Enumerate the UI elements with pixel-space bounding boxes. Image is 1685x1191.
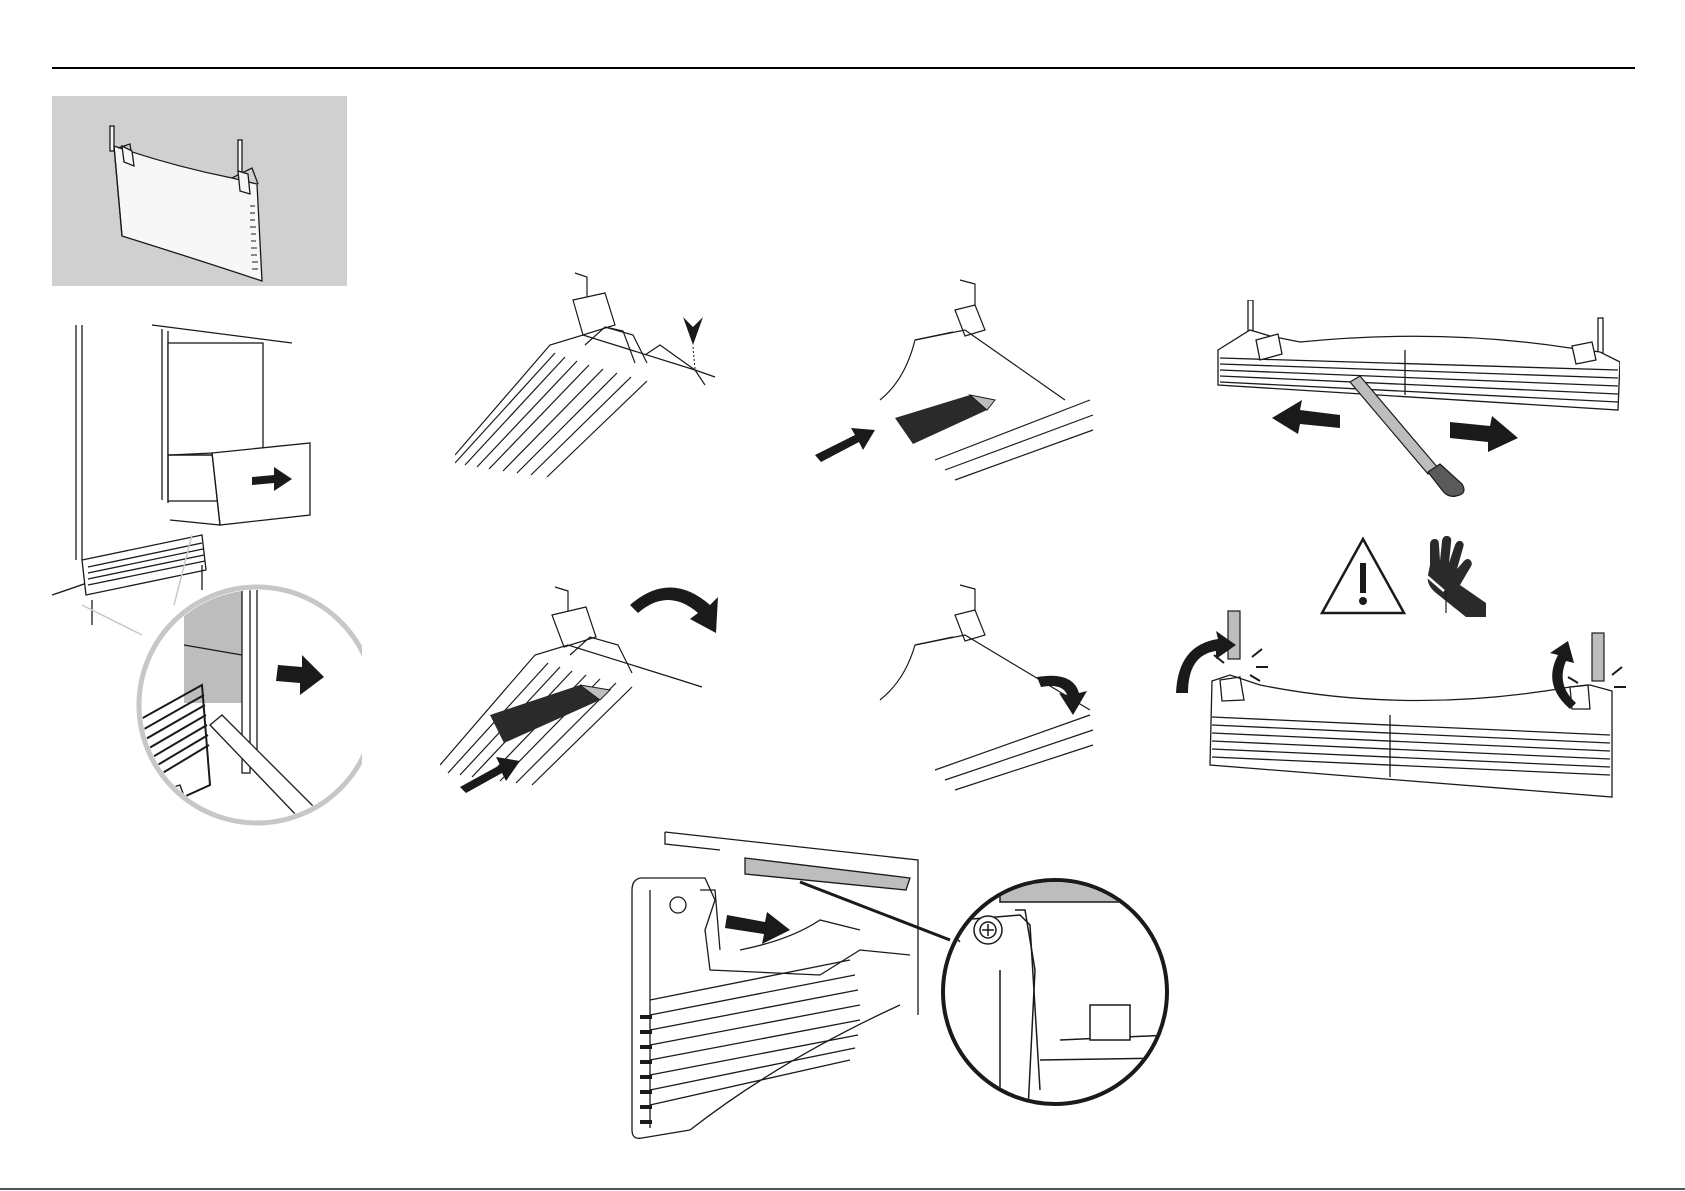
right-pin	[1592, 633, 1604, 681]
pry-and-rotate	[440, 575, 735, 795]
right-bracket	[238, 140, 242, 172]
left-pin	[1228, 611, 1240, 659]
screwdriver-icon	[1428, 464, 1464, 496]
insert-tool-top-left	[455, 265, 735, 480]
rotate-curved-arrow-icon	[630, 588, 718, 634]
pry-apart-drawing	[1200, 300, 1620, 500]
slide-tool-drawing	[815, 270, 1095, 485]
slide-left-arrow-icon	[460, 757, 520, 793]
rotate-down-drawing	[815, 575, 1095, 795]
remove-kickstrip-drawing	[52, 315, 362, 845]
scraper-tool-icon	[895, 395, 987, 444]
rotate-down	[815, 575, 1095, 795]
attach-kickstrip	[630, 830, 1170, 1145]
attach-kickstrip-drawing	[630, 830, 1170, 1145]
bottom-divider-rule	[0, 1188, 1685, 1190]
pull-left-arrow-icon	[1272, 400, 1340, 434]
screw-detail-circle	[930, 860, 1170, 1110]
slide-left-arrow-icon	[815, 428, 875, 462]
kickstrip-thumbnail	[52, 96, 347, 286]
left-bracket	[110, 126, 114, 151]
pull-right-arrow-icon	[1450, 416, 1518, 452]
remove-kickstrip	[52, 315, 362, 845]
zoom-detail-circle	[112, 555, 362, 845]
insert-here-marker-icon	[683, 317, 703, 345]
top-divider-rule	[52, 67, 1635, 69]
snap-pins-drawing	[1170, 605, 1630, 805]
slide-tool-top-center	[815, 270, 1095, 485]
pry-and-rotate-drawing	[440, 575, 735, 795]
snap-pins	[1170, 605, 1630, 805]
rotate-down-curved-arrow-icon	[1037, 676, 1087, 715]
kickstrip-thumbnail-drawing	[52, 96, 347, 286]
insert-tool-top-left-drawing	[455, 265, 735, 480]
pry-apart	[1200, 300, 1620, 500]
